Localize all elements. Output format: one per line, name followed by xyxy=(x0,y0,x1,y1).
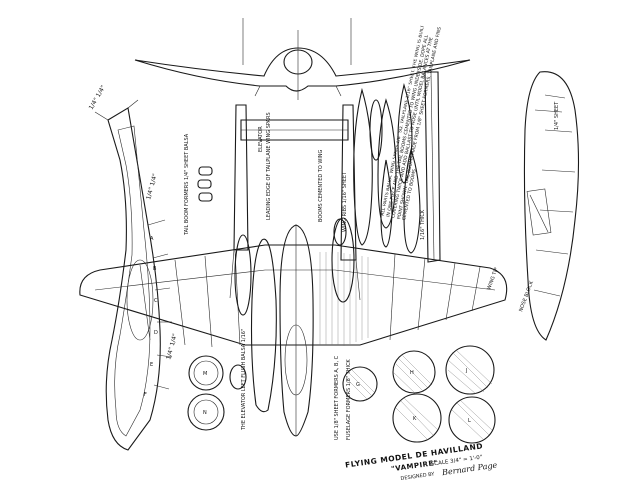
part-mark-l: L xyxy=(468,418,471,424)
dim-mark-low: 1/4" 1/4" xyxy=(165,333,179,361)
part-mark-h: H xyxy=(410,370,414,376)
tail-boom-formers-note: TAIL BOOM FORMERS 1/4" SHEET BALSA xyxy=(184,133,190,236)
part-mark-e: E xyxy=(150,362,153,368)
side-view: 1/4" 1/4" 1/4" 1/4" 1/4" 1/4" xyxy=(88,84,179,451)
part-mark-j: J xyxy=(465,368,467,374)
spar-note: WING RIBS 1/16" SHEET xyxy=(342,171,348,232)
sheet-note: 1/4" SHEET xyxy=(554,101,560,130)
dim-mark-top: 1/4" 1/4" xyxy=(88,84,108,111)
wing-tip-label: WING TIP xyxy=(486,267,500,291)
part-mark-f: F xyxy=(144,392,147,398)
dim-mark-mid: 1/4" 1/4" xyxy=(145,173,159,201)
wing-leading-edge-note: LEADING EDGE OF TAILPLANE WING SPARS xyxy=(266,112,272,220)
part-marks: A B C D E F G H J K L M N xyxy=(144,236,471,424)
part-mark-n: N xyxy=(203,410,207,416)
formers-group xyxy=(187,345,496,444)
nose-block-note: NOSE BLOCK xyxy=(518,280,535,313)
notes-group: TAIL BOOM FORMERS 1/4" SHEET BALSA LEADI… xyxy=(184,25,560,440)
formers-note: USE 1/8" SHEET FORMERS A, B, C xyxy=(334,355,340,440)
part-mark-a: A xyxy=(150,236,154,242)
designed-by-label: DESIGNED BY xyxy=(400,471,436,480)
part-mark-g: G xyxy=(356,382,360,388)
elevator-label: ELEVATOR xyxy=(258,126,264,152)
part-mark-m: M xyxy=(203,371,207,377)
rib-thick-note: 1/16" THICK xyxy=(420,209,426,240)
part-mark-c: C xyxy=(154,298,158,304)
elevator-note: THE ELEVATOR LEFT FLUSH BALSA 1/16" xyxy=(241,329,247,431)
title-block: FLYING MODEL DE HAVILLAND "VAMPIRE" SCAL… xyxy=(345,441,498,480)
tail-boom-cemented-note: BOOMS CEMENTED TO WING xyxy=(318,149,324,222)
construction-notes: ALL PARTS BALSA. WING SPARS 1/8" SQ. TAI… xyxy=(381,25,443,221)
nose-pieces xyxy=(197,166,347,246)
fuselage-formers-note: FUSELAGE FORMERS 1/8" THICK xyxy=(346,359,352,440)
front-view xyxy=(134,18,471,100)
part-mark-d: D xyxy=(154,330,158,336)
part-mark-k: K xyxy=(413,416,417,422)
part-mark-b: B xyxy=(153,266,157,272)
plan-view xyxy=(79,104,508,437)
fuselage-side-piece xyxy=(523,71,580,341)
wing-ribs-pieces xyxy=(353,71,441,263)
